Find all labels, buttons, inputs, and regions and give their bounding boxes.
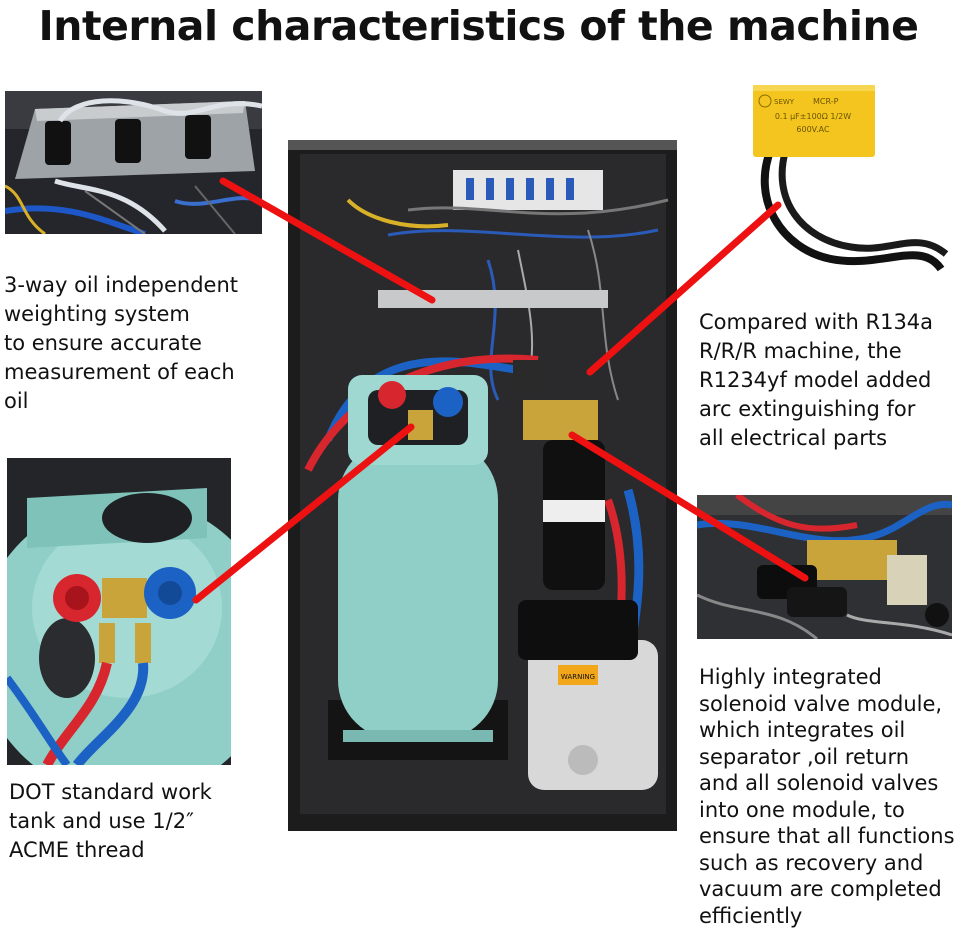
caption-line: separator ,oil return — [699, 744, 910, 769]
caption-line: 3-way oil independent — [4, 273, 239, 297]
capacitor-brand: SEWY — [774, 98, 795, 106]
caption-line: vacuum are completed — [699, 877, 942, 901]
caption-line: Compared with R134a — [699, 310, 934, 334]
caption-line: and all solenoid valves — [699, 771, 939, 795]
caption-line: Highly integrated — [699, 665, 882, 689]
capacitor-model: MCR-P — [813, 97, 839, 106]
caption-line: weighting system — [4, 302, 190, 326]
caption-line: tank and use 1/2″ — [9, 809, 194, 833]
capacitor-voltage: 600V.AC — [796, 125, 830, 134]
pump-warning-label: WARNING — [561, 673, 595, 681]
caption-line: solenoid valve module, — [699, 691, 943, 716]
caption-line: DOT standard work — [9, 780, 212, 804]
caption-line: measurement of each — [4, 360, 235, 384]
caption-line: to ensure accurate — [4, 331, 202, 355]
caption-solenoid-module: Highly integrated solenoid valve module,… — [699, 664, 955, 929]
caption-line: which integrates oil — [699, 718, 906, 742]
caption-line: R/R/R machine, the — [699, 339, 902, 363]
caption-line: all electrical parts — [699, 426, 888, 450]
caption-line: R1234yf model added — [699, 368, 932, 392]
machine-interior-photo: WARNING — [288, 140, 677, 831]
caption-line: efficiently — [699, 903, 803, 928]
caption-line: ACME thread — [9, 838, 145, 862]
caption-dot-tank: DOT standard work tank and use 1/2″ ACME… — [9, 778, 212, 865]
capacitor-spec: 0.1 µF±100Ω 1/2W — [775, 112, 851, 121]
caption-line: into one module, to — [699, 797, 905, 822]
caption-line: oil — [4, 389, 29, 413]
solenoid-module-photo — [697, 495, 952, 639]
caption-line: arc extinguishing for — [699, 397, 916, 421]
caption-line: such as recovery and — [699, 850, 924, 875]
caption-line: ensure that all functions — [699, 824, 955, 848]
tank-valves-photo — [7, 458, 231, 765]
capacitor-photo: SEWY MCR-P 0.1 µF±100Ω 1/2W 600V.AC — [741, 79, 950, 288]
caption-arc-extinguishing: Compared with R134a R/R/R machine, the R… — [699, 308, 933, 453]
page-title: Internal characteristics of the machine — [38, 2, 919, 50]
weighing-system-photo — [5, 91, 262, 234]
caption-weighing-system: 3-way oil independent weighting system t… — [4, 271, 238, 416]
